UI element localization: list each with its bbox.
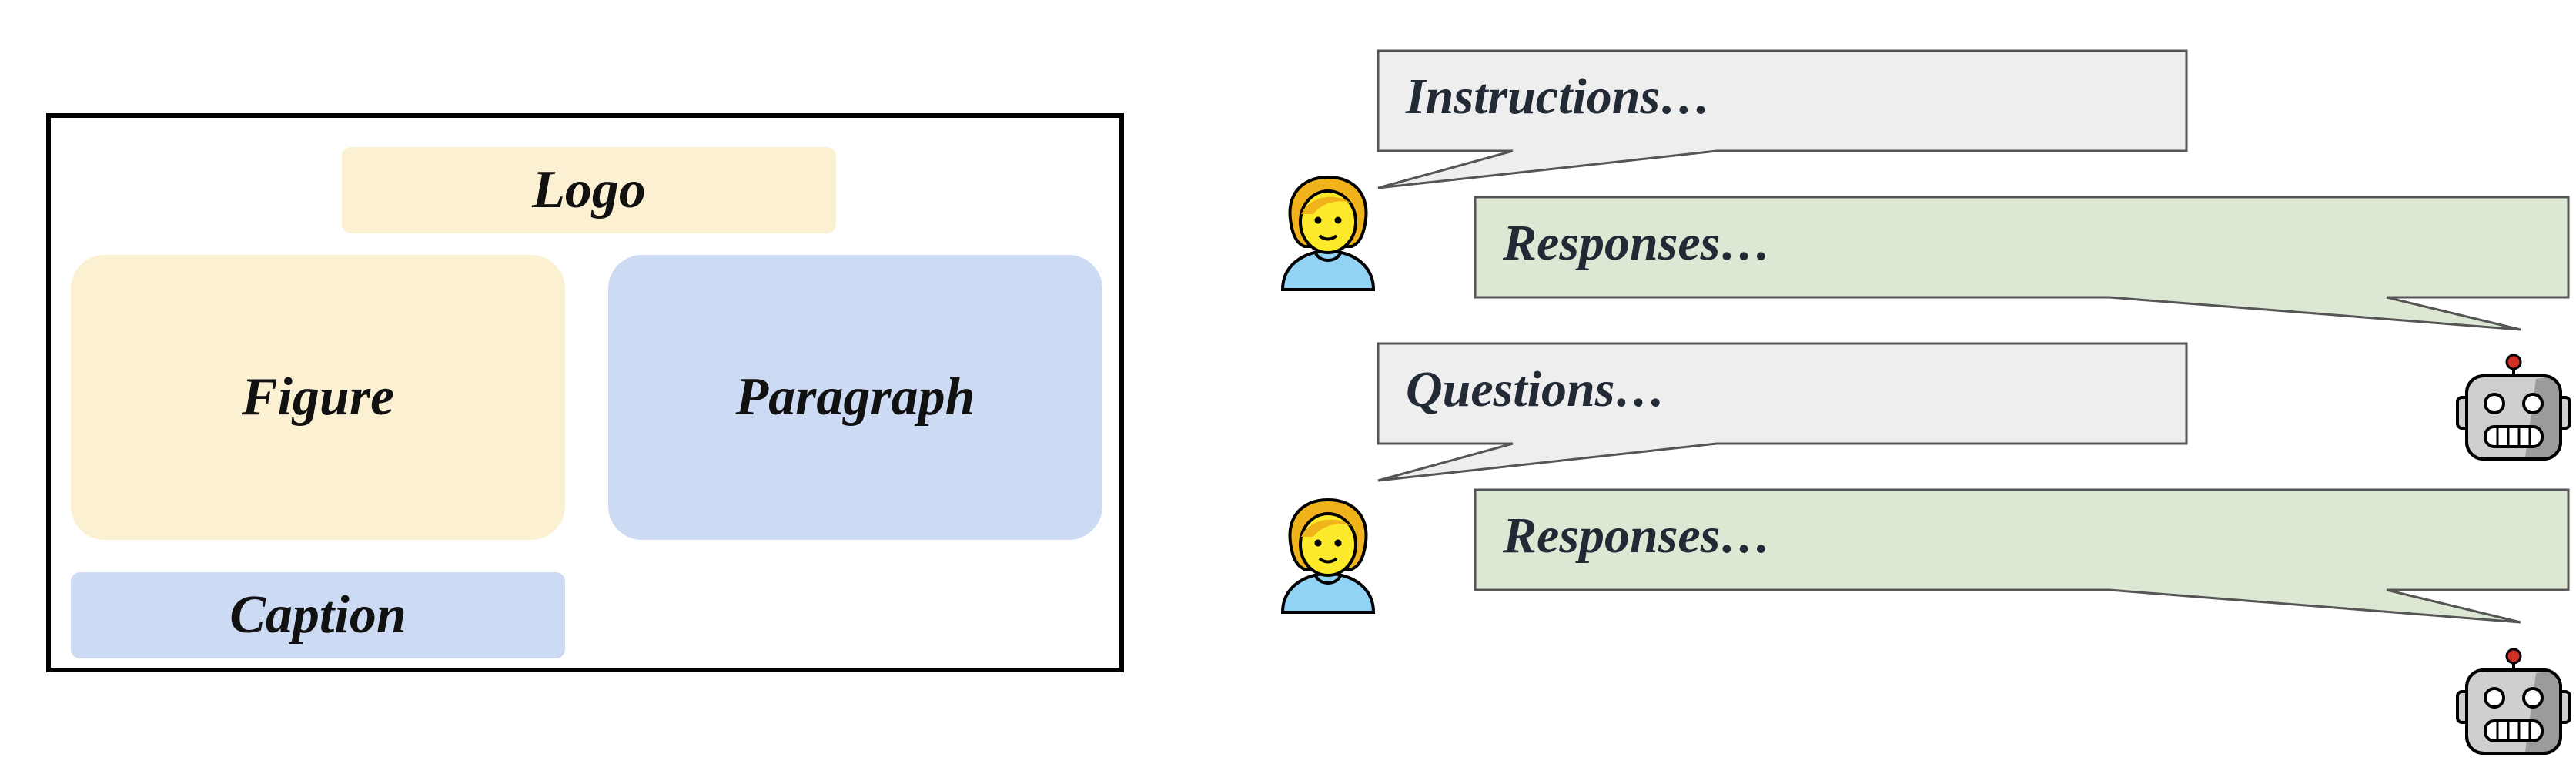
person-icon	[1280, 498, 1376, 614]
user-bubble-1	[1377, 49, 2188, 189]
assistant-bubble-2	[1474, 488, 2570, 624]
bubble-text-instructions: Instructions…	[1406, 69, 1711, 125]
robot-icon	[2456, 648, 2571, 755]
paragraph-block: Paragraph	[608, 255, 1102, 540]
robot-icon	[2456, 354, 2571, 461]
figure-block: Figure	[71, 255, 565, 540]
logo-block: Logo	[342, 147, 836, 233]
user-bubble-2	[1377, 342, 2188, 482]
bubble-text-questions: Questions…	[1406, 361, 1666, 417]
document-layout-frame: Logo Figure Paragraph Caption	[46, 113, 1124, 672]
bubble-text-responses-1: Responses…	[1503, 215, 1771, 271]
caption-block: Caption	[71, 572, 565, 658]
person-icon	[1280, 175, 1376, 291]
assistant-bubble-1	[1474, 196, 2570, 331]
bubble-text-responses-2: Responses…	[1503, 508, 1771, 564]
